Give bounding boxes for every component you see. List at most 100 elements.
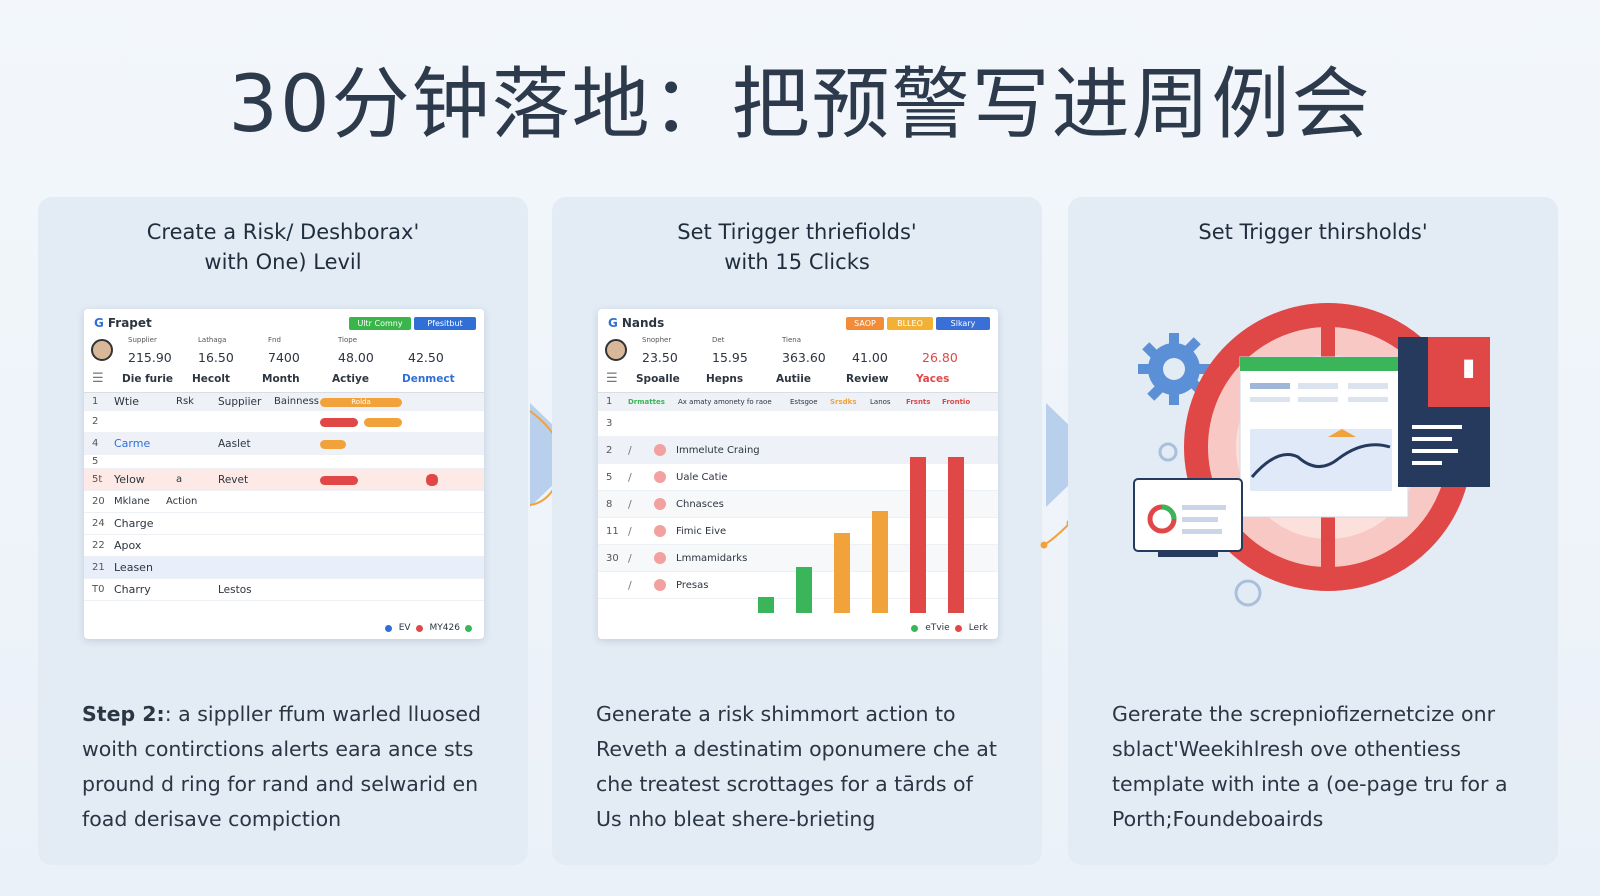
table-row: 8 / Chnasces [598,491,998,518]
sub-tab[interactable]: Review [846,372,889,385]
metric-value: 23.50 [642,350,678,365]
status-bar [948,457,964,613]
avatar [605,339,627,361]
app-name: Frapet [107,316,152,330]
sub-tab[interactable]: Hepns [706,372,744,385]
sub-tab[interactable]: Autiie [776,372,811,385]
status-pill [364,418,402,427]
row-cell: Mklane [114,496,150,507]
card-description: Gererate the screpniofizernetcize onr sb… [1112,697,1528,837]
metric-labels: Supplier Lathaga Fnd Tiope [128,336,408,344]
header-button-1[interactable]: Ultr Comny [349,317,411,330]
table-row: 22 Apox [84,535,484,557]
row-number: 20 [92,496,105,507]
body-line: pround d ring for rand and selwarid en [82,772,479,796]
risk-icon [654,471,666,483]
edit-icon[interactable]: / [628,470,632,484]
status-bar [834,533,850,613]
metric-labels: Snopher Det Tiena [642,336,852,344]
row-number: 2 [92,416,99,427]
header-button-1[interactable]: SAOP [846,317,884,330]
body-line: Step 2:: a sippller ffum warled lluosed [82,697,498,732]
sub-tab[interactable]: Spoalle [636,372,680,385]
header-button-3[interactable]: Slkary [936,317,990,330]
row-number: 5 [92,456,99,467]
row-number: 30 [606,552,619,564]
logo-icon: G [608,316,618,330]
small-gear-icon [1234,579,1262,607]
status-bar [758,597,774,613]
table-row: 5 [84,455,484,469]
metric-value: 16.50 [198,350,234,365]
table-row: 4 Carme Aaslet [84,433,484,455]
edit-icon[interactable]: / [628,524,632,538]
sub-tab[interactable]: Denmect [402,372,455,385]
row-cell: Yelow [114,473,145,486]
edit-icon[interactable]: / [628,578,632,592]
status-pill [320,476,358,485]
trigger-table: 1 Drmattes Ax amaty amonety fo raoe Ests… [598,393,998,613]
row-number: 1 [92,396,99,407]
body-line: Us nho bleat shere-brieting [596,807,876,831]
status-pill [320,440,346,449]
row-cell: Charge [114,517,154,530]
metric-value: 15.95 [712,350,748,365]
metric-value: 7400 [268,350,300,365]
body-line: Porth;Foundeboairds [1112,807,1324,831]
row-cell: Lestos [218,583,252,596]
edit-icon[interactable]: / [628,443,632,457]
metric-label: Det [712,336,725,344]
sub-tab[interactable]: Actiye [332,372,369,385]
body-line: sblact'Weekihlresh ove othentiess [1112,737,1461,761]
sub-tab[interactable]: Yaces [916,372,950,385]
metric-label: Supplier [128,336,157,344]
alert-dot-icon [426,474,438,486]
legend-dot-icon [911,624,919,632]
metric-label: Tiena [782,336,802,344]
row-cell: Apox [114,539,142,552]
edit-icon[interactable]: / [628,497,632,511]
body-line: Gererate the screpniofizernetcize onr [1112,702,1496,726]
header-button-2[interactable]: BLLEO [887,317,933,330]
body-line: woith contirctions alerts eara ance sts [82,737,474,761]
legend-dot-icon [465,624,472,632]
status-bar [910,457,926,613]
risk-icon [654,444,666,456]
row-number: T0 [92,584,105,595]
card-title-line: Create a Risk/ Deshborax' [146,220,420,244]
flag-glyph: ▮ [1462,353,1475,381]
menu-icon[interactable]: ☰ [92,371,104,386]
gear-icon [1138,333,1210,405]
sub-tab[interactable]: Month [262,372,300,385]
table-row: 11 / Fimic Eive [598,518,998,545]
table-row: 2 / Immelute Craing [598,437,998,464]
monitor-icon [1133,478,1243,557]
header-button-2[interactable]: Pfesitbut [414,317,476,330]
row-label: Lmmamidarks [676,552,748,564]
menu-icon[interactable]: ☰ [606,371,618,386]
row-number: 22 [92,540,105,551]
header-cell: Estsgoe [790,397,818,406]
row-label: Immelute Craing [676,444,760,456]
edit-icon[interactable]: / [628,551,632,565]
row-label: Presas [676,579,709,591]
small-gear-icon [1158,442,1178,462]
row-number: 24 [92,518,105,529]
row-cell: Action [166,496,198,507]
card-title-line: with 15 Clicks [724,250,870,274]
sub-tab[interactable]: Die furie [122,372,174,385]
card-title: Set Tirigger thriefiolds' with 15 Clicks [572,217,1022,277]
body-line: foad derisave compiction [82,807,342,831]
risk-icon [654,498,666,510]
table-row: 2 [84,411,484,433]
header-cell: Suppiier [218,395,262,408]
sub-tab[interactable]: Hecolt [192,372,230,385]
row-number: 5 [606,471,613,483]
body-line: template with inte a (oe-page tru for a [1112,772,1508,796]
card-description: Generate a risk shimmort action to Revet… [596,697,1012,837]
table-row: 3 [598,411,998,437]
briefing-card: ▮ [1398,337,1490,487]
